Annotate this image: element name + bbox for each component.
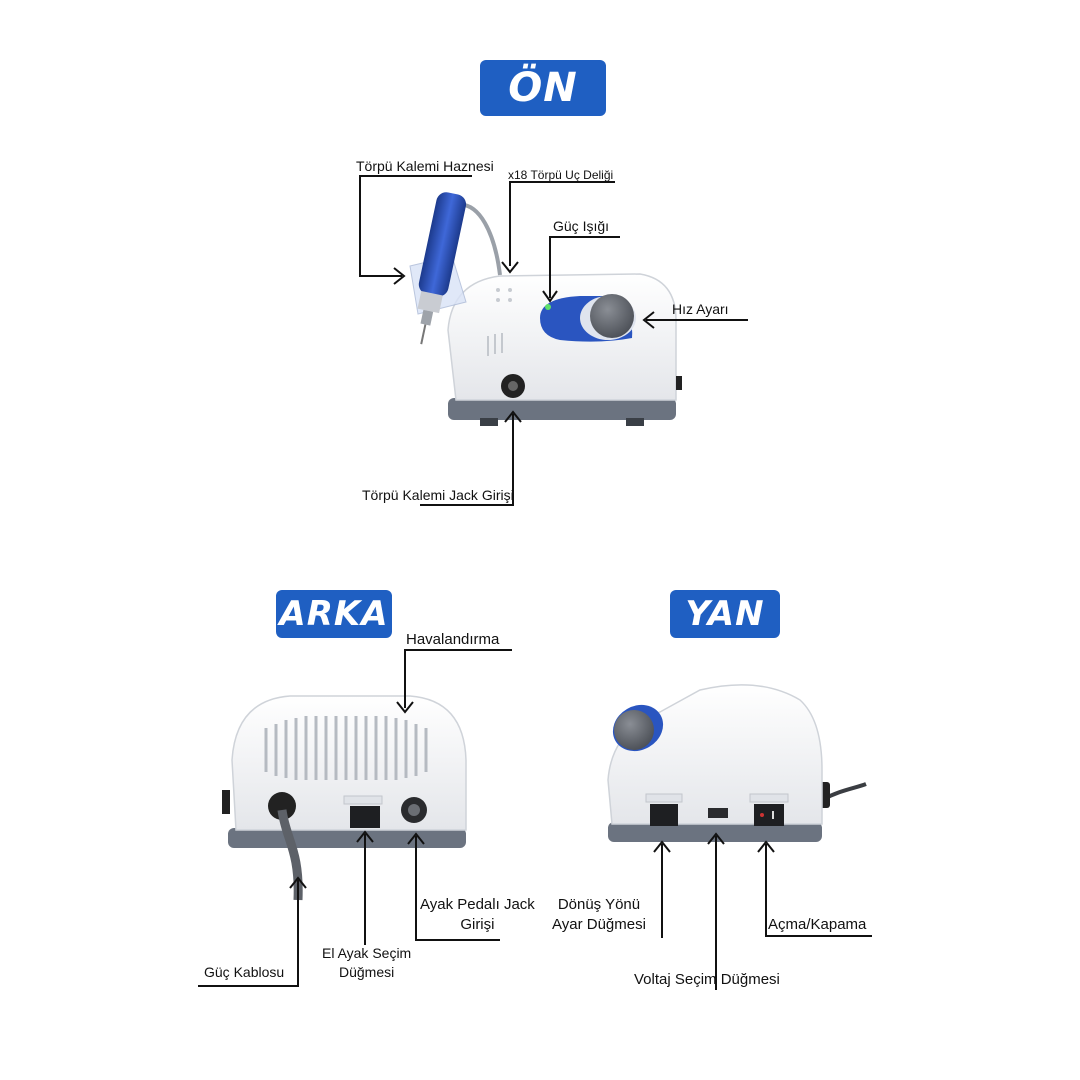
label-voltage: Voltaj Seçim Düğmesi	[634, 971, 780, 988]
side-device	[607, 684, 867, 842]
label-bit-holes: x18 Törpü Uç Deliği	[508, 168, 614, 182]
label-power-cable: Güç Kablosu	[204, 964, 285, 980]
label-pedal-jack-line2: Girişi	[460, 916, 495, 933]
label-power-light: Güç Işığı	[553, 218, 610, 234]
label-hand-foot-line1: El Ayak Seçim	[322, 945, 412, 961]
badge-side: YAN	[670, 590, 780, 638]
label-hand-foot-select: El Ayak Seçim Düğmesi	[322, 944, 411, 982]
label-pedal-jack-line1: Ayak Pedalı Jack	[420, 896, 535, 913]
label-handpiece-holder: Törpü Kalemi Haznesi	[356, 158, 494, 174]
back-callouts	[198, 649, 512, 987]
badge-back: ARKA	[276, 590, 392, 638]
label-pedal-jack: Ayak Pedalı Jack Girişi	[420, 895, 535, 935]
label-hand-foot-line2: Düğmesi	[338, 964, 395, 980]
label-direction-line1: Dönüş Yönü	[557, 896, 641, 913]
label-on-off: Açma/Kapama	[768, 916, 867, 933]
label-handpiece-jack: Törpü Kalemi Jack Girişi	[362, 487, 514, 503]
label-speed-control: Hız Ayarı	[672, 301, 729, 317]
label-direction-line2: Ayar Düğmesi	[552, 916, 646, 933]
front-callouts	[359, 175, 748, 506]
front-device	[409, 192, 682, 426]
side-callouts	[653, 832, 872, 990]
badge-front: ÖN	[480, 60, 606, 116]
label-direction: Dönüş Yönü Ayar Düğmesi	[552, 895, 646, 935]
label-ventilation: Havalandırma	[406, 631, 500, 648]
back-device	[222, 695, 467, 901]
